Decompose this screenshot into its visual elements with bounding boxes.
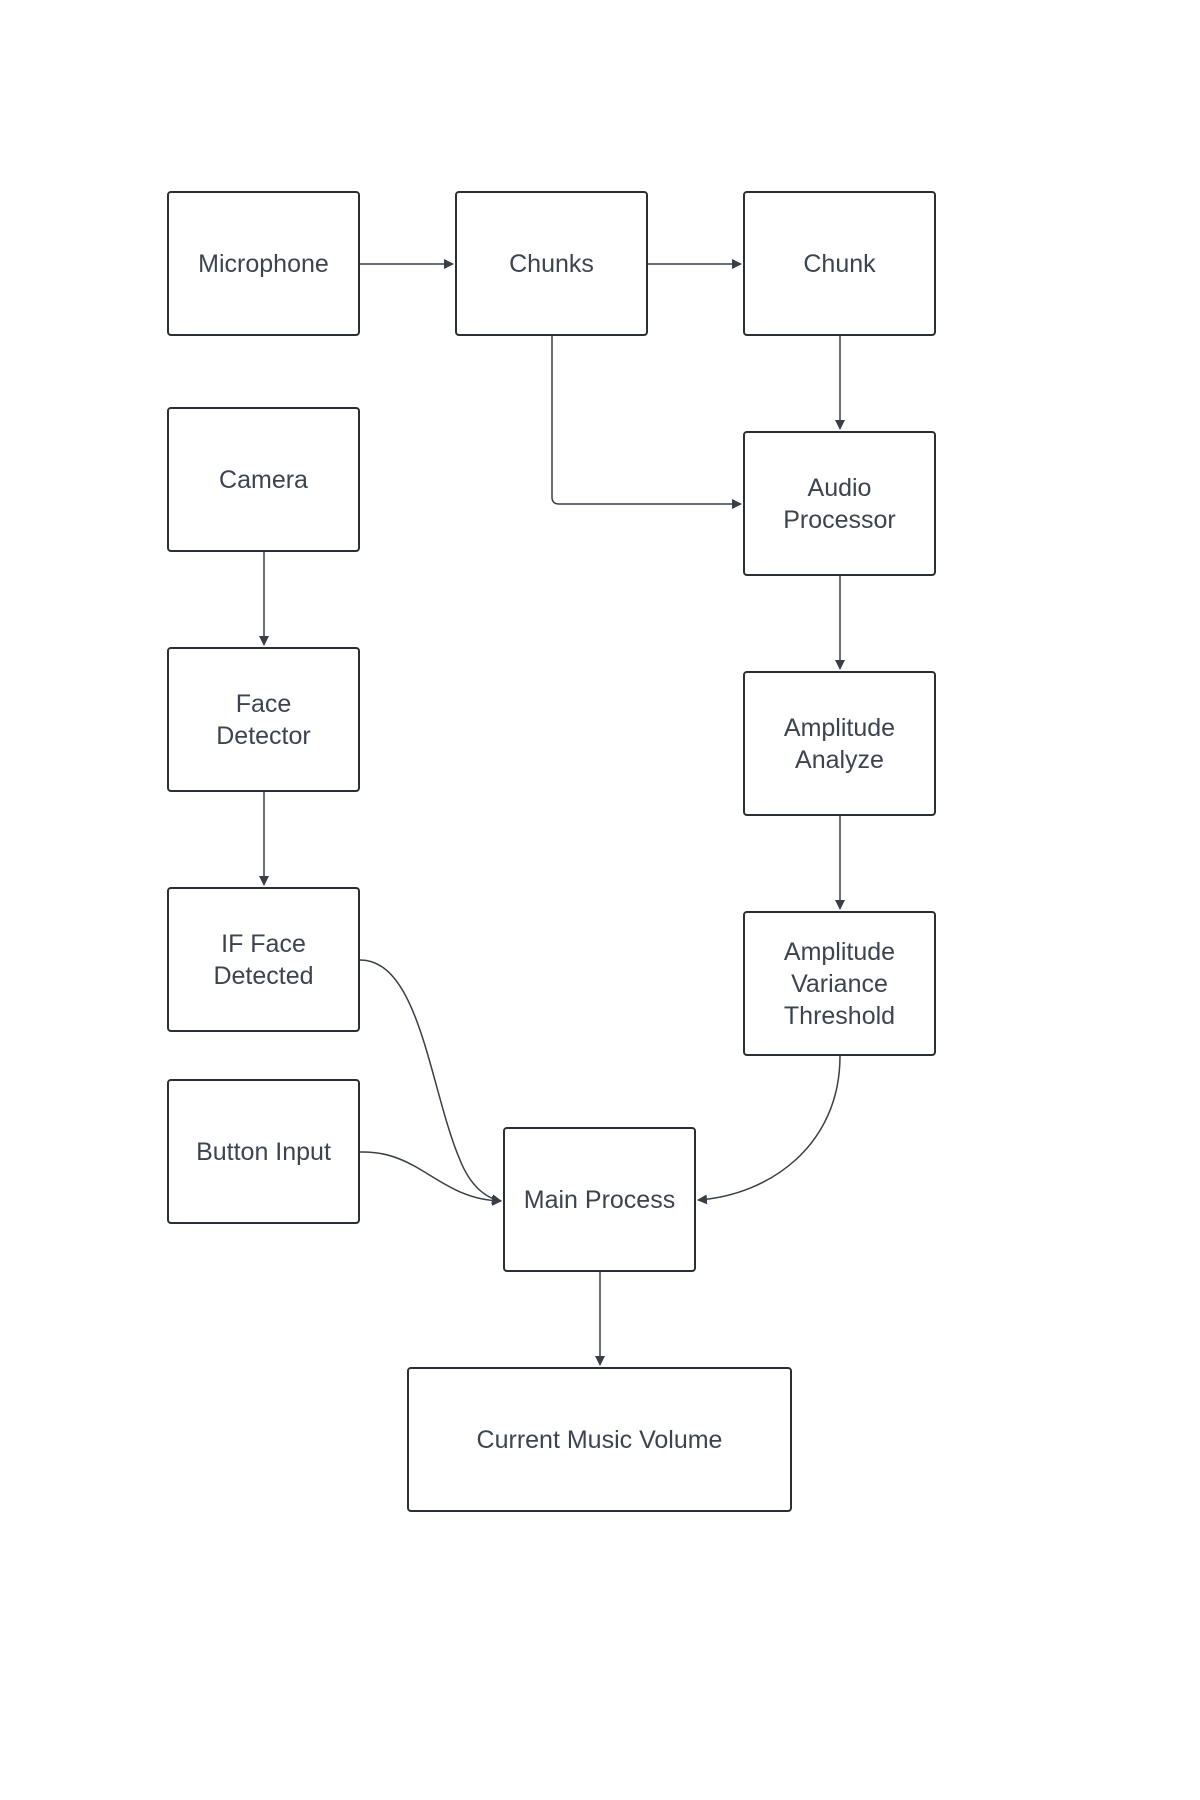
node-camera-label: Camera xyxy=(219,465,308,494)
edge-variance-threshold-to-main-process xyxy=(697,1055,841,1205)
node-camera: Camera xyxy=(167,407,360,552)
node-amplitude-analyze-label: Amplitude Analyze xyxy=(783,713,896,774)
node-current-music-volume-label: Current Music Volume xyxy=(476,1425,723,1454)
node-main-process-label: Main Process xyxy=(523,1185,676,1214)
edge-button-input-to-main-process xyxy=(359,1151,502,1206)
node-if-face-detected: IF Face Detected xyxy=(167,887,360,1032)
node-button-input: Button Input xyxy=(167,1079,360,1224)
node-chunk-label: Chunk xyxy=(803,249,876,278)
node-main-process: Main Process xyxy=(503,1127,696,1272)
node-microphone: Microphone xyxy=(167,191,360,336)
node-audio-processor: Audio Processor xyxy=(743,431,936,576)
edge-chunks-to-audio-processor xyxy=(551,336,742,509)
node-face-detector: Face Detector xyxy=(167,647,360,792)
node-button-input-label: Button Input xyxy=(196,1137,331,1166)
node-chunks-label: Chunks xyxy=(509,249,594,278)
node-audio-processor-label: Audio Processor xyxy=(783,473,896,534)
node-amplitude-analyze: Amplitude Analyze xyxy=(743,671,936,816)
node-chunks: Chunks xyxy=(455,191,648,336)
node-amplitude-variance-threshold: Amplitude Variance Threshold xyxy=(743,911,936,1056)
node-if-face-detected-label: IF Face Detected xyxy=(213,929,314,990)
node-current-music-volume: Current Music Volume xyxy=(407,1367,792,1512)
edge-if-face-detected-to-main-process xyxy=(359,959,502,1205)
node-face-detector-label: Face Detector xyxy=(216,689,311,750)
node-microphone-label: Microphone xyxy=(198,249,329,278)
node-chunk: Chunk xyxy=(743,191,936,336)
node-amplitude-variance-threshold-label: Amplitude Variance Threshold xyxy=(783,937,896,1030)
